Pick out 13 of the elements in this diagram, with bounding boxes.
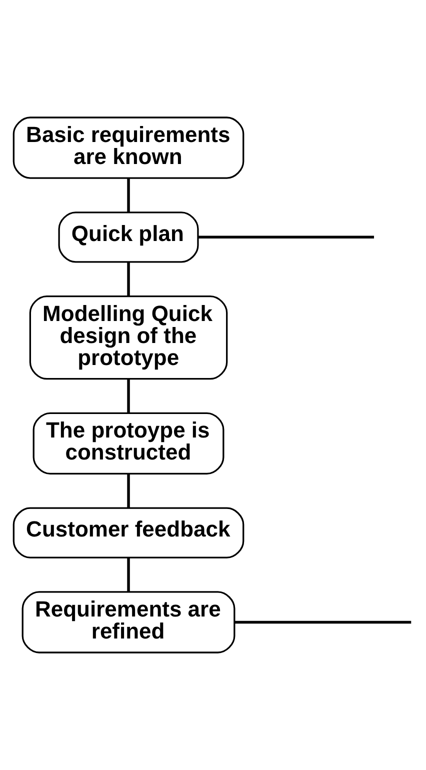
node-box: Modelling Quick design of the prototype [29, 295, 228, 380]
node-box: The protoype is constructed [32, 412, 224, 475]
node-box: Basic requirements are known [12, 116, 244, 179]
connector [127, 558, 130, 592]
connector [234, 620, 412, 624]
node-box: Quick plan [58, 212, 199, 263]
node-box: Customer feedback [12, 507, 244, 558]
connector [198, 236, 374, 239]
connector [127, 178, 130, 212]
connector [127, 379, 130, 414]
node-box: Requirements are refined [22, 591, 236, 654]
connector [127, 262, 130, 296]
connector [127, 474, 130, 508]
